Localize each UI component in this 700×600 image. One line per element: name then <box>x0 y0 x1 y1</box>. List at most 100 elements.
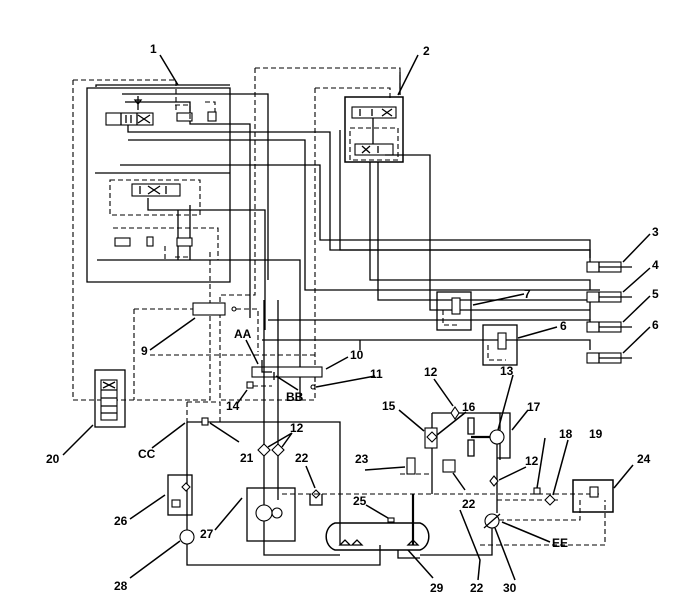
line <box>120 164 591 258</box>
breather <box>387 517 395 523</box>
fan-motor <box>489 429 505 445</box>
line <box>339 130 590 251</box>
cylinder-rod <box>598 353 632 363</box>
relief-valve-housing <box>482 324 518 366</box>
callout-17: 17 <box>527 400 541 414</box>
leader-12c <box>498 466 527 481</box>
variable-pump-arrow <box>483 513 501 529</box>
line <box>177 205 191 260</box>
relief-valve-body <box>497 332 507 350</box>
callout-14: 14 <box>226 399 240 413</box>
fan-blade <box>467 417 475 457</box>
line <box>95 84 230 87</box>
leader-5 <box>622 295 651 323</box>
callout-12a: 12 <box>290 421 304 435</box>
callout-10: 10 <box>350 348 364 362</box>
callout-15: 15 <box>382 399 396 413</box>
pressure-switch <box>246 381 254 389</box>
leader-AA <box>245 339 259 365</box>
callout-26: 26 <box>114 514 128 528</box>
filter-12c <box>450 406 460 420</box>
callout-30: 30 <box>503 581 517 595</box>
accumulator <box>207 111 217 122</box>
lower-valve-dashed-box <box>109 179 201 216</box>
filter-12a <box>257 443 271 457</box>
leader-20 <box>62 424 94 456</box>
relief-valve-7 <box>436 291 472 331</box>
callout-EE: EE <box>552 536 568 550</box>
callout-18: 18 <box>559 427 573 441</box>
leader-14 <box>236 389 248 405</box>
filter-19 <box>544 494 556 506</box>
leader-BB <box>275 375 299 391</box>
callout-13: 13 <box>500 364 514 378</box>
pilot-dashed-enclosure <box>72 79 211 401</box>
filter-element <box>181 482 191 492</box>
callout-3: 3 <box>652 225 659 239</box>
valve-dashed-box <box>349 127 399 161</box>
callout-leaders <box>62 54 651 581</box>
callout-22a: 22 <box>295 451 309 465</box>
callout-28: 28 <box>114 579 128 593</box>
hydraulic-tank <box>325 522 430 551</box>
callout-12c: 12 <box>525 454 539 468</box>
callout-25: 25 <box>353 494 367 508</box>
line <box>350 539 364 546</box>
leader-EE <box>501 521 551 543</box>
callout-4: 4 <box>652 258 659 272</box>
callout-1: 1 <box>150 42 157 56</box>
valve-arrow <box>359 108 393 117</box>
control-valve-group <box>72 79 600 401</box>
callout-16: 16 <box>462 400 476 414</box>
fan-drive-housing <box>490 412 511 459</box>
filter-assembly-housing <box>167 474 193 516</box>
line <box>385 154 590 311</box>
solenoid-valve-3 <box>114 237 131 247</box>
line <box>338 539 352 546</box>
check-valve-21 <box>201 417 209 426</box>
leader-4 <box>622 267 651 293</box>
cylinder-rod <box>598 292 632 302</box>
reducing-valve-body <box>589 486 599 498</box>
leader-3 <box>622 233 651 263</box>
pilot-valve-body <box>100 379 118 421</box>
leader-CC <box>151 422 186 449</box>
cylinder-rod <box>598 262 632 272</box>
line <box>147 198 266 330</box>
filter-12d <box>489 475 499 487</box>
line <box>263 521 340 556</box>
callout-27: 27 <box>200 527 214 541</box>
leader-9 <box>149 317 196 351</box>
leader-24 <box>613 464 634 489</box>
valve-arrow <box>361 145 379 154</box>
callout-AA: AA <box>234 327 252 341</box>
pilot-line <box>133 308 315 400</box>
callout-5: 5 <box>652 287 659 301</box>
leader-12b <box>433 378 454 407</box>
valve-housing <box>344 96 404 163</box>
valve-divider <box>120 113 138 125</box>
callout-CC: CC <box>138 447 156 461</box>
line <box>369 162 591 290</box>
callout-22b: 22 <box>462 497 476 511</box>
leader-7 <box>472 293 525 306</box>
pilot-line <box>442 310 460 326</box>
cylinder-6 <box>586 352 632 364</box>
leader-17 <box>511 409 529 431</box>
accumulator-2 <box>146 236 154 247</box>
spool-valve-1 <box>105 112 154 126</box>
leader-15 <box>398 409 425 432</box>
callout-11: 11 <box>370 367 383 381</box>
callout-9: 9 <box>141 344 148 358</box>
line <box>125 101 251 318</box>
leader-29 <box>407 549 434 579</box>
leader-6a <box>622 326 651 354</box>
callout-6a: 6 <box>652 318 659 332</box>
pilot-dashed-line <box>186 401 221 425</box>
callout-23: 23 <box>355 452 369 466</box>
leader-11 <box>315 375 376 388</box>
manifold <box>251 366 323 378</box>
callout-2: 2 <box>423 44 430 58</box>
callout-24: 24 <box>637 452 651 466</box>
line <box>97 259 301 400</box>
